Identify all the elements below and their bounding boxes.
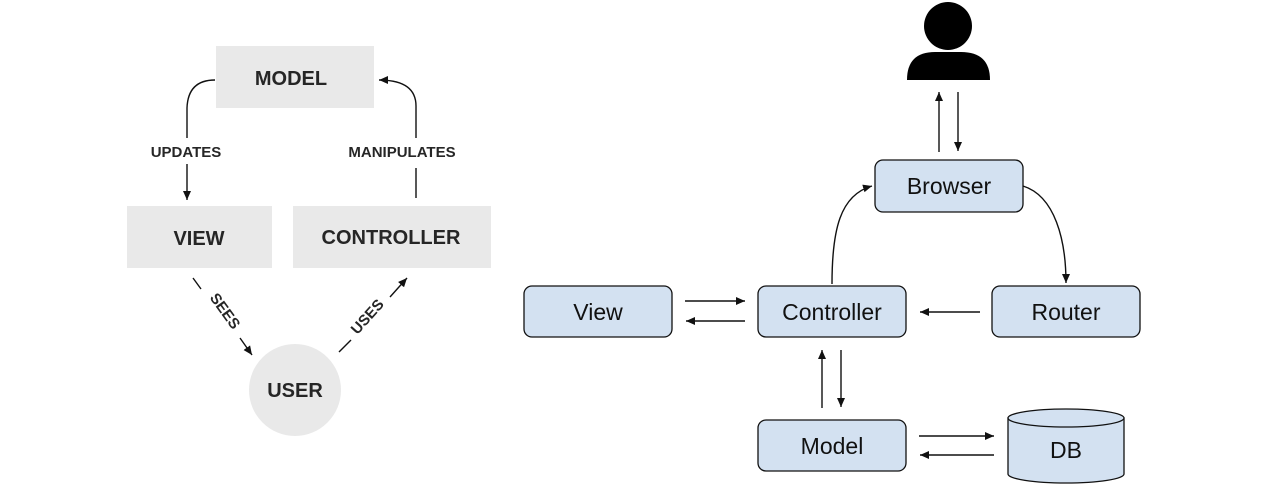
- browser-node-label: Browser: [907, 173, 992, 199]
- db-node-label: DB: [1050, 437, 1082, 463]
- uses-edge: USES: [338, 277, 408, 353]
- db-node: DB: [1007, 408, 1125, 484]
- controller-node-label: CONTROLLER: [322, 227, 461, 249]
- controller-node-right: Controller: [757, 285, 907, 338]
- left-mvc-diagram: MODEL VIEW CONTROLLER USER UPDATES MANIP…: [127, 46, 491, 436]
- sees-edge-label: SEES: [206, 290, 243, 332]
- model-node-right-label: Model: [801, 433, 864, 459]
- right-web-mvc-diagram: Browser View Controller Router Model DB: [523, 2, 1141, 484]
- browser-to-router-arrow: [1022, 185, 1070, 284]
- controller-to-browser-arrow: [831, 184, 873, 285]
- uses-edge-label: USES: [348, 296, 388, 338]
- browser-node: Browser: [874, 159, 1024, 213]
- view-node-right: View: [523, 285, 673, 338]
- controller-node: CONTROLLER: [293, 206, 491, 268]
- user-node: USER: [249, 344, 341, 436]
- manipulates-edge-label: MANIPULATES: [348, 144, 455, 161]
- sees-edge: SEES: [192, 277, 253, 356]
- model-node-label: MODEL: [255, 68, 327, 90]
- updates-edge: UPDATES: [151, 79, 222, 200]
- model-node: MODEL: [216, 46, 374, 108]
- router-node-label: Router: [1031, 299, 1100, 325]
- user-node-label: USER: [267, 380, 323, 402]
- person-icon: [907, 2, 990, 80]
- person-browser-arrows: [935, 92, 962, 152]
- model-node-right: Model: [757, 419, 907, 472]
- router-node: Router: [991, 285, 1141, 338]
- view-controller-arrows: [685, 297, 745, 325]
- view-node-right-label: View: [573, 299, 623, 325]
- controller-model-arrows: [818, 350, 845, 408]
- controller-node-right-label: Controller: [782, 299, 882, 325]
- view-node-label: VIEW: [173, 228, 224, 250]
- updates-edge-label: UPDATES: [151, 144, 222, 161]
- model-db-arrows: [919, 432, 994, 459]
- manipulates-edge: MANIPULATES: [348, 76, 456, 198]
- view-node: VIEW: [127, 206, 272, 268]
